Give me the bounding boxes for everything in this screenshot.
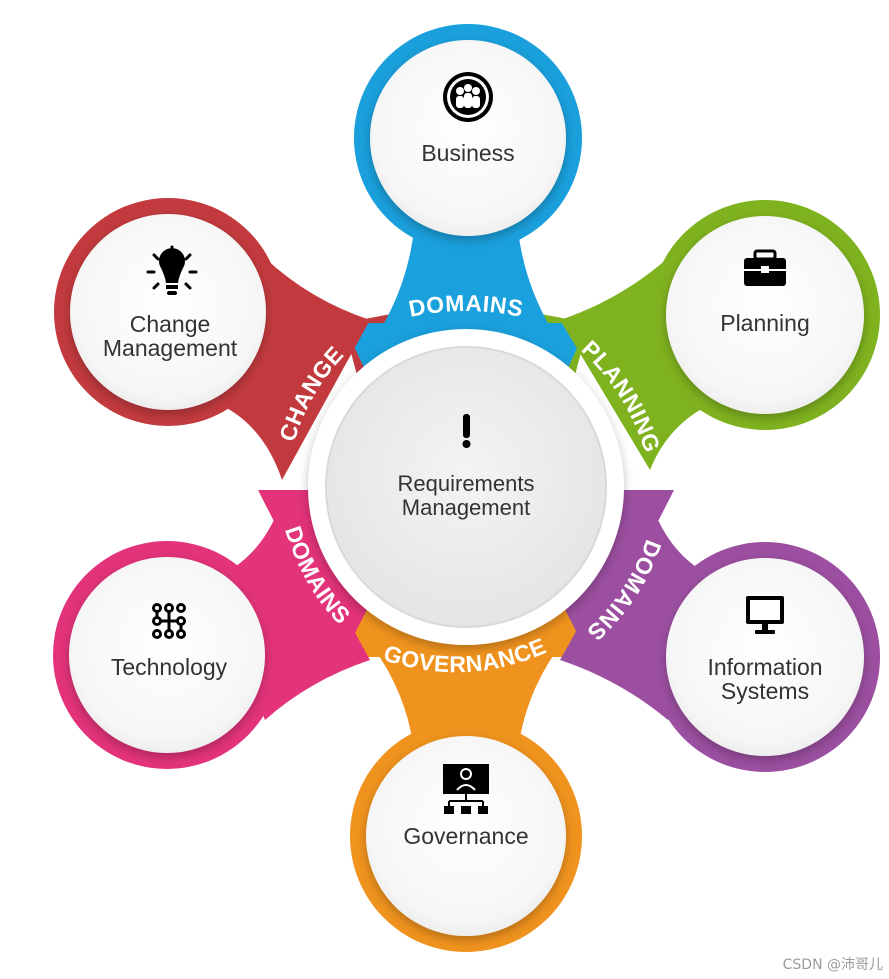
exclamation-icon xyxy=(462,414,471,448)
people-globe-icon xyxy=(443,72,493,122)
petal-labels: Business Planning Information Systems Go… xyxy=(103,140,823,849)
petal-business-label: Business xyxy=(421,140,514,166)
briefcase-icon xyxy=(744,249,786,286)
petal-technology-label: Technology xyxy=(111,654,228,680)
monitor-icon xyxy=(746,596,784,634)
petal-change-management-line2: Management xyxy=(103,335,238,361)
center-hub: Requirements Management xyxy=(308,329,624,645)
center-title-line1: Requirements xyxy=(398,471,535,496)
petal-discs xyxy=(69,40,864,936)
center-title-line2: Management xyxy=(402,495,530,520)
petal-information-systems-line2: Systems xyxy=(721,678,809,704)
presentation-org-icon xyxy=(443,764,489,814)
watermark: CSDN @沛哥儿 xyxy=(782,957,883,973)
petal-planning-label: Planning xyxy=(720,310,810,336)
petal-information-systems-line1: Information xyxy=(707,654,822,680)
petal-change-management-line1: Change xyxy=(130,311,211,337)
lightbulb-icon xyxy=(146,245,198,295)
petal-governance-label: Governance xyxy=(403,823,528,849)
circuit-icon xyxy=(152,603,186,639)
